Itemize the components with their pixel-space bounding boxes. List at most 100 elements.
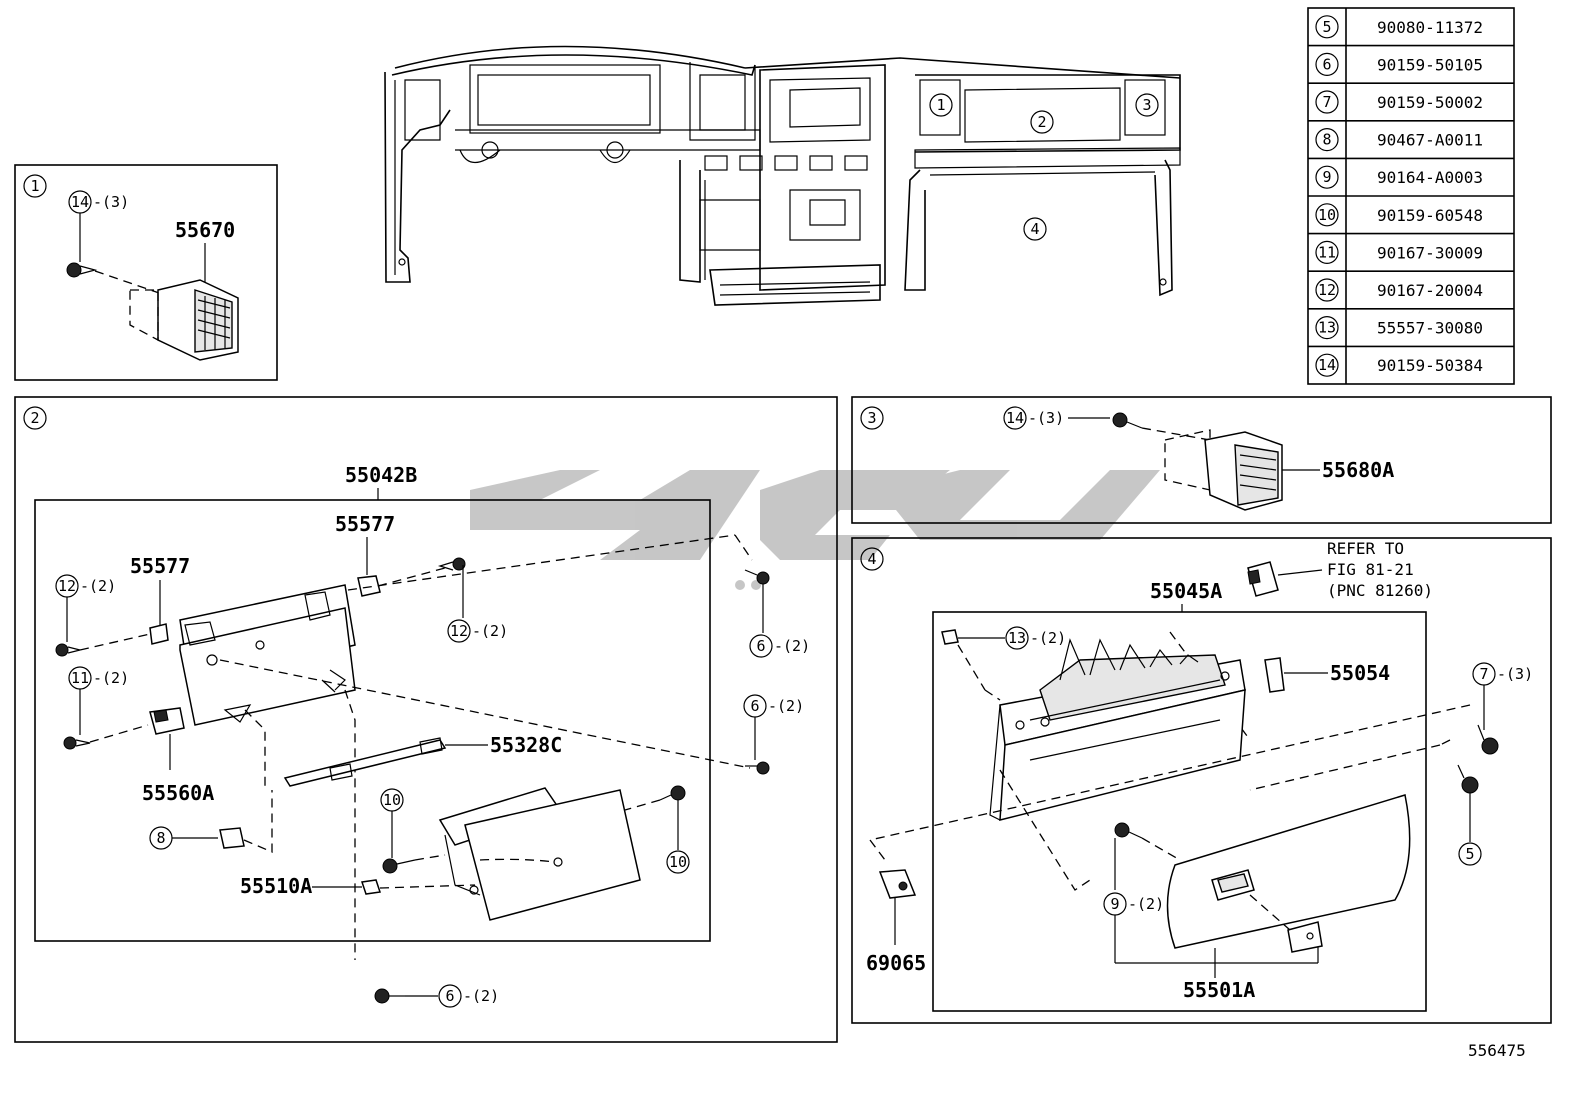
part-number: 90167-20004 xyxy=(1377,281,1483,300)
ref-10-left: 10 xyxy=(383,791,401,809)
part-number-55045A: 55045A xyxy=(1150,579,1222,603)
qty-9: -(2) xyxy=(1128,895,1164,913)
switch-icon xyxy=(1247,561,1279,597)
latch-icon xyxy=(1264,657,1285,693)
overview-marker xyxy=(1135,93,1159,117)
ref-number: 12 xyxy=(1318,281,1336,299)
ref-number: 14 xyxy=(1318,356,1336,374)
diagram-id: 556475 xyxy=(1468,1041,1526,1060)
damper-rod-icon xyxy=(283,737,447,787)
qty-12-left: -(2) xyxy=(80,577,116,595)
panel-4-id: 4 xyxy=(867,550,876,568)
parts-table-row: 14 90159-50384 xyxy=(1315,353,1483,377)
ref-circle xyxy=(1315,353,1339,377)
clip-icon xyxy=(357,575,381,597)
part-number: 55557-30080 xyxy=(1377,319,1483,338)
part-number: 90167-30009 xyxy=(1377,243,1483,262)
screw-icon xyxy=(66,262,98,278)
parts-table-row: 12 90167-20004 xyxy=(1315,278,1483,302)
ref-circle xyxy=(1315,203,1339,227)
part-number: 90159-60548 xyxy=(1377,206,1483,225)
overview-marker-label: 4 xyxy=(1030,220,1039,238)
part-number-55328C: 55328C xyxy=(490,733,562,757)
parts-table-row: 8 90467-A0011 xyxy=(1315,128,1483,152)
part-number-55577-top: 55577 xyxy=(335,512,395,536)
panel-3-id: 3 xyxy=(867,409,876,427)
ref-11: 11 xyxy=(71,669,89,687)
parts-table-row: 9 90164-A0003 xyxy=(1315,165,1483,189)
ref-circle xyxy=(1315,52,1339,77)
part-number: 90467-A0011 xyxy=(1377,131,1483,150)
refer-note-line2: FIG 81-21 xyxy=(1327,560,1414,579)
screw-icon xyxy=(63,736,91,750)
overview-marker-label: 3 xyxy=(1142,96,1151,114)
clip-icon xyxy=(149,623,169,645)
ref-number: 9 xyxy=(1322,168,1331,186)
ref-circle xyxy=(1315,15,1339,39)
qty-6-top: -(2) xyxy=(774,637,810,655)
part-number: 90159-50002 xyxy=(1377,93,1483,112)
overview-marker-label: 2 xyxy=(1037,113,1046,131)
ref-10-right: 10 xyxy=(669,853,687,871)
ref-6-bottom: 6 xyxy=(445,987,454,1005)
bracket-icon xyxy=(149,707,185,735)
screw-icon xyxy=(659,785,686,801)
part-number: 90164-A0003 xyxy=(1377,168,1483,187)
qty-13: -(2) xyxy=(1030,629,1066,647)
panel-2-id: 2 xyxy=(30,409,39,427)
part-number-55577-left: 55577 xyxy=(130,554,190,578)
panel-4: 4 REFER TO FIG 81-21 (PNC 81260) 55045A … xyxy=(851,537,1552,1024)
screw-icon xyxy=(55,643,81,657)
glove-box-door-icon xyxy=(1166,794,1411,953)
screw-icon xyxy=(1112,412,1143,429)
ref-9: 9 xyxy=(1110,895,1119,913)
part-number-69065: 69065 xyxy=(866,951,926,975)
refer-note-line3: (PNC 81260) xyxy=(1327,581,1433,600)
qty-7: -(3) xyxy=(1497,665,1533,683)
air-vent-icon xyxy=(1164,429,1283,511)
screw-icon xyxy=(1114,822,1143,839)
part-number-55054: 55054 xyxy=(1330,661,1390,685)
ref-6-top: 6 xyxy=(756,637,765,655)
overview-marker xyxy=(1030,110,1054,134)
glove-box-icon xyxy=(989,638,1246,821)
qty-6-mid: -(2) xyxy=(768,697,804,715)
air-vent-icon xyxy=(129,279,239,361)
clip-icon xyxy=(361,879,381,895)
panel-2: 2 55042B 55577 12 -(2) 55577 12 -(2) xyxy=(14,396,838,1043)
screw-qty-label: -(3) xyxy=(93,193,129,211)
part-number-55560A: 55560A xyxy=(142,781,214,805)
overview-marker xyxy=(929,93,953,117)
parts-table-row: 6 90159-50105 xyxy=(1315,52,1483,77)
ref-circle xyxy=(1315,128,1339,152)
ref-circle xyxy=(1315,240,1339,264)
screw-qty-label-3: -(3) xyxy=(1028,409,1064,427)
ref-circle xyxy=(1315,90,1339,114)
ref-5: 5 xyxy=(1465,845,1474,863)
qty-11: -(2) xyxy=(93,669,129,687)
panel-3: 3 14 -(3) 55680A xyxy=(851,396,1552,524)
ref-6-mid: 6 xyxy=(750,697,759,715)
parts-table-row: 11 90167-30009 xyxy=(1315,240,1483,264)
refer-note-line1: REFER TO xyxy=(1327,539,1404,558)
part-number-55501A: 55501A xyxy=(1183,978,1255,1002)
screw-icon xyxy=(1477,724,1499,755)
part-number: 90159-50384 xyxy=(1377,356,1483,375)
panel-1-id: 1 xyxy=(30,177,39,195)
ref-13: 13 xyxy=(1008,629,1026,647)
ref-number: 6 xyxy=(1322,55,1331,73)
ref-8: 8 xyxy=(156,829,165,847)
ref-number: 11 xyxy=(1318,243,1336,261)
ref-number: 8 xyxy=(1322,131,1331,149)
panel-1: 1 14 -(3) 55670 xyxy=(14,164,278,381)
part-number-55042B: 55042B xyxy=(345,463,417,487)
part-number-55510A: 55510A xyxy=(240,874,312,898)
part-number: 90159-50105 xyxy=(1377,55,1483,74)
screw-icon xyxy=(437,557,466,571)
